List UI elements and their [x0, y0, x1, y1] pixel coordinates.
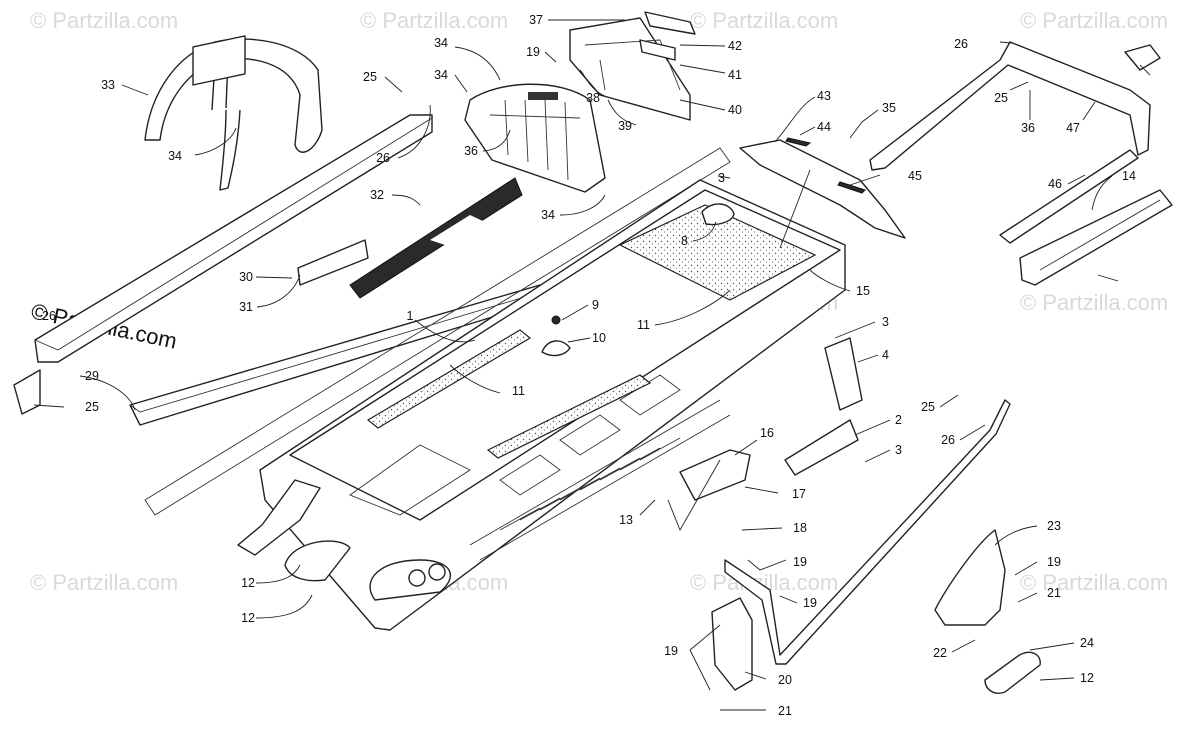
callout-9: 11: [637, 318, 650, 332]
callout-43: 45: [908, 169, 922, 183]
callout-21: 21: [1047, 586, 1061, 600]
callout-44: 46: [1048, 177, 1062, 191]
callout-25: 25: [85, 400, 99, 414]
part-31-grab-handle: [144, 35, 323, 191]
callout-29: 31: [239, 300, 253, 314]
watermark-text: © Partzilla.com: [1020, 290, 1168, 315]
part-2-bracket: [784, 419, 859, 476]
callout-14: 16: [760, 426, 774, 440]
callout-2: 2: [895, 413, 902, 427]
part-27-left-rail: [13, 114, 549, 426]
callout-26: 26: [941, 433, 955, 447]
part-30-decal: [349, 177, 523, 299]
part-33-dash-cover: [464, 83, 606, 193]
callout-32: 34: [168, 149, 182, 163]
callout-12: 13: [619, 513, 633, 527]
part-6-nut: [551, 315, 561, 325]
part-24-step-pad: [984, 651, 1041, 694]
callout-1: 1: [407, 309, 414, 323]
callout-12: 14: [1122, 169, 1136, 183]
callout-11: 12: [1080, 671, 1094, 685]
callout-36: 38: [586, 91, 600, 105]
watermark-text: © Partzilla.com: [1020, 8, 1168, 33]
callout-41: 43: [817, 89, 831, 103]
callout-34: 36: [1021, 121, 1035, 135]
callout-3: 3: [882, 315, 889, 329]
callout-19: 19: [526, 45, 540, 59]
part-8-traction-strips: [366, 329, 652, 459]
callout-19: 19: [1047, 555, 1061, 569]
callout-24: 24: [1080, 636, 1094, 650]
part-1-tunnel: [144, 147, 846, 631]
watermark-text: © Partzilla.com: [360, 8, 508, 33]
callout-16: 18: [793, 521, 807, 535]
part-14-footrest: [679, 449, 751, 501]
callout-7: 10: [592, 331, 606, 345]
part-38-tail-bumper: [569, 11, 696, 121]
callout-30: 32: [370, 188, 384, 202]
part-10-running-board-step: [284, 540, 351, 582]
callout-26: 26: [954, 37, 968, 51]
part-4-side-panel: [824, 337, 863, 411]
callout-19: 19: [664, 644, 678, 658]
callout-38: 40: [728, 103, 742, 117]
callout-17: 19: [793, 555, 807, 569]
leader-lines: [33, 19, 1151, 711]
watermark-text: © Partzilla.com: [30, 8, 178, 33]
part-17-support-rod: [724, 399, 1011, 665]
callout-5: 8: [681, 234, 688, 248]
part-rear-bumper-bar: [869, 41, 1161, 171]
callout-45: 47: [1066, 121, 1080, 135]
callout-21: 21: [778, 704, 792, 718]
callout-36: 37: [529, 13, 543, 27]
callout-26: 26: [42, 309, 56, 323]
callout-18: 19: [803, 596, 817, 610]
callout-35: 36: [464, 144, 478, 158]
part-23-foot-plate: [934, 529, 1006, 626]
watermark-text: © Partzilla.com: [1020, 570, 1168, 595]
callout-22: 22: [933, 646, 947, 660]
part-41-snow-flap: [739, 137, 906, 239]
callout-15: 17: [792, 487, 806, 501]
callout-37: 39: [618, 119, 632, 133]
callout-31: 33: [101, 78, 115, 92]
watermark-text: © Partzilla.com: [30, 570, 178, 595]
part-5-bumper-pad: [701, 203, 735, 226]
callout-20: 20: [778, 673, 792, 687]
callout-42: 44: [817, 120, 831, 134]
callout-3: 3: [895, 443, 902, 457]
callout-27: 29: [85, 369, 99, 383]
callout-23: 23: [1047, 519, 1061, 533]
watermark-text: © Partzilla.com: [690, 8, 838, 33]
callout-34: 35: [882, 101, 896, 115]
part-20-mount-bracket: [711, 597, 753, 691]
callout-8: 11: [512, 384, 525, 398]
callout-10: 12: [241, 576, 255, 590]
callout-11: 12: [241, 611, 255, 625]
callout-34: 34: [434, 68, 448, 82]
callout-13: 15: [856, 284, 870, 298]
callout-25: 25: [994, 91, 1008, 105]
part-44-bumper-side: [999, 149, 1173, 286]
callout-labels: 33 34 25 26 34 34 36 32 30 31 26 29 25 3…: [42, 13, 1136, 718]
callout-25: 25: [921, 400, 935, 414]
callout-26: 26: [376, 151, 390, 165]
callout-25: 25: [363, 70, 377, 84]
callout-3: 3: [718, 171, 725, 185]
callout-34: 34: [541, 208, 555, 222]
callout-33: 34: [434, 36, 448, 50]
callout-6: 9: [592, 298, 599, 312]
callout-39: 41: [728, 68, 742, 82]
part-7-plug: [541, 340, 571, 357]
callout-28: 30: [239, 270, 253, 284]
callout-40: 42: [728, 39, 742, 53]
callout-4: 4: [882, 348, 889, 362]
part-29-bracket: [297, 239, 369, 286]
